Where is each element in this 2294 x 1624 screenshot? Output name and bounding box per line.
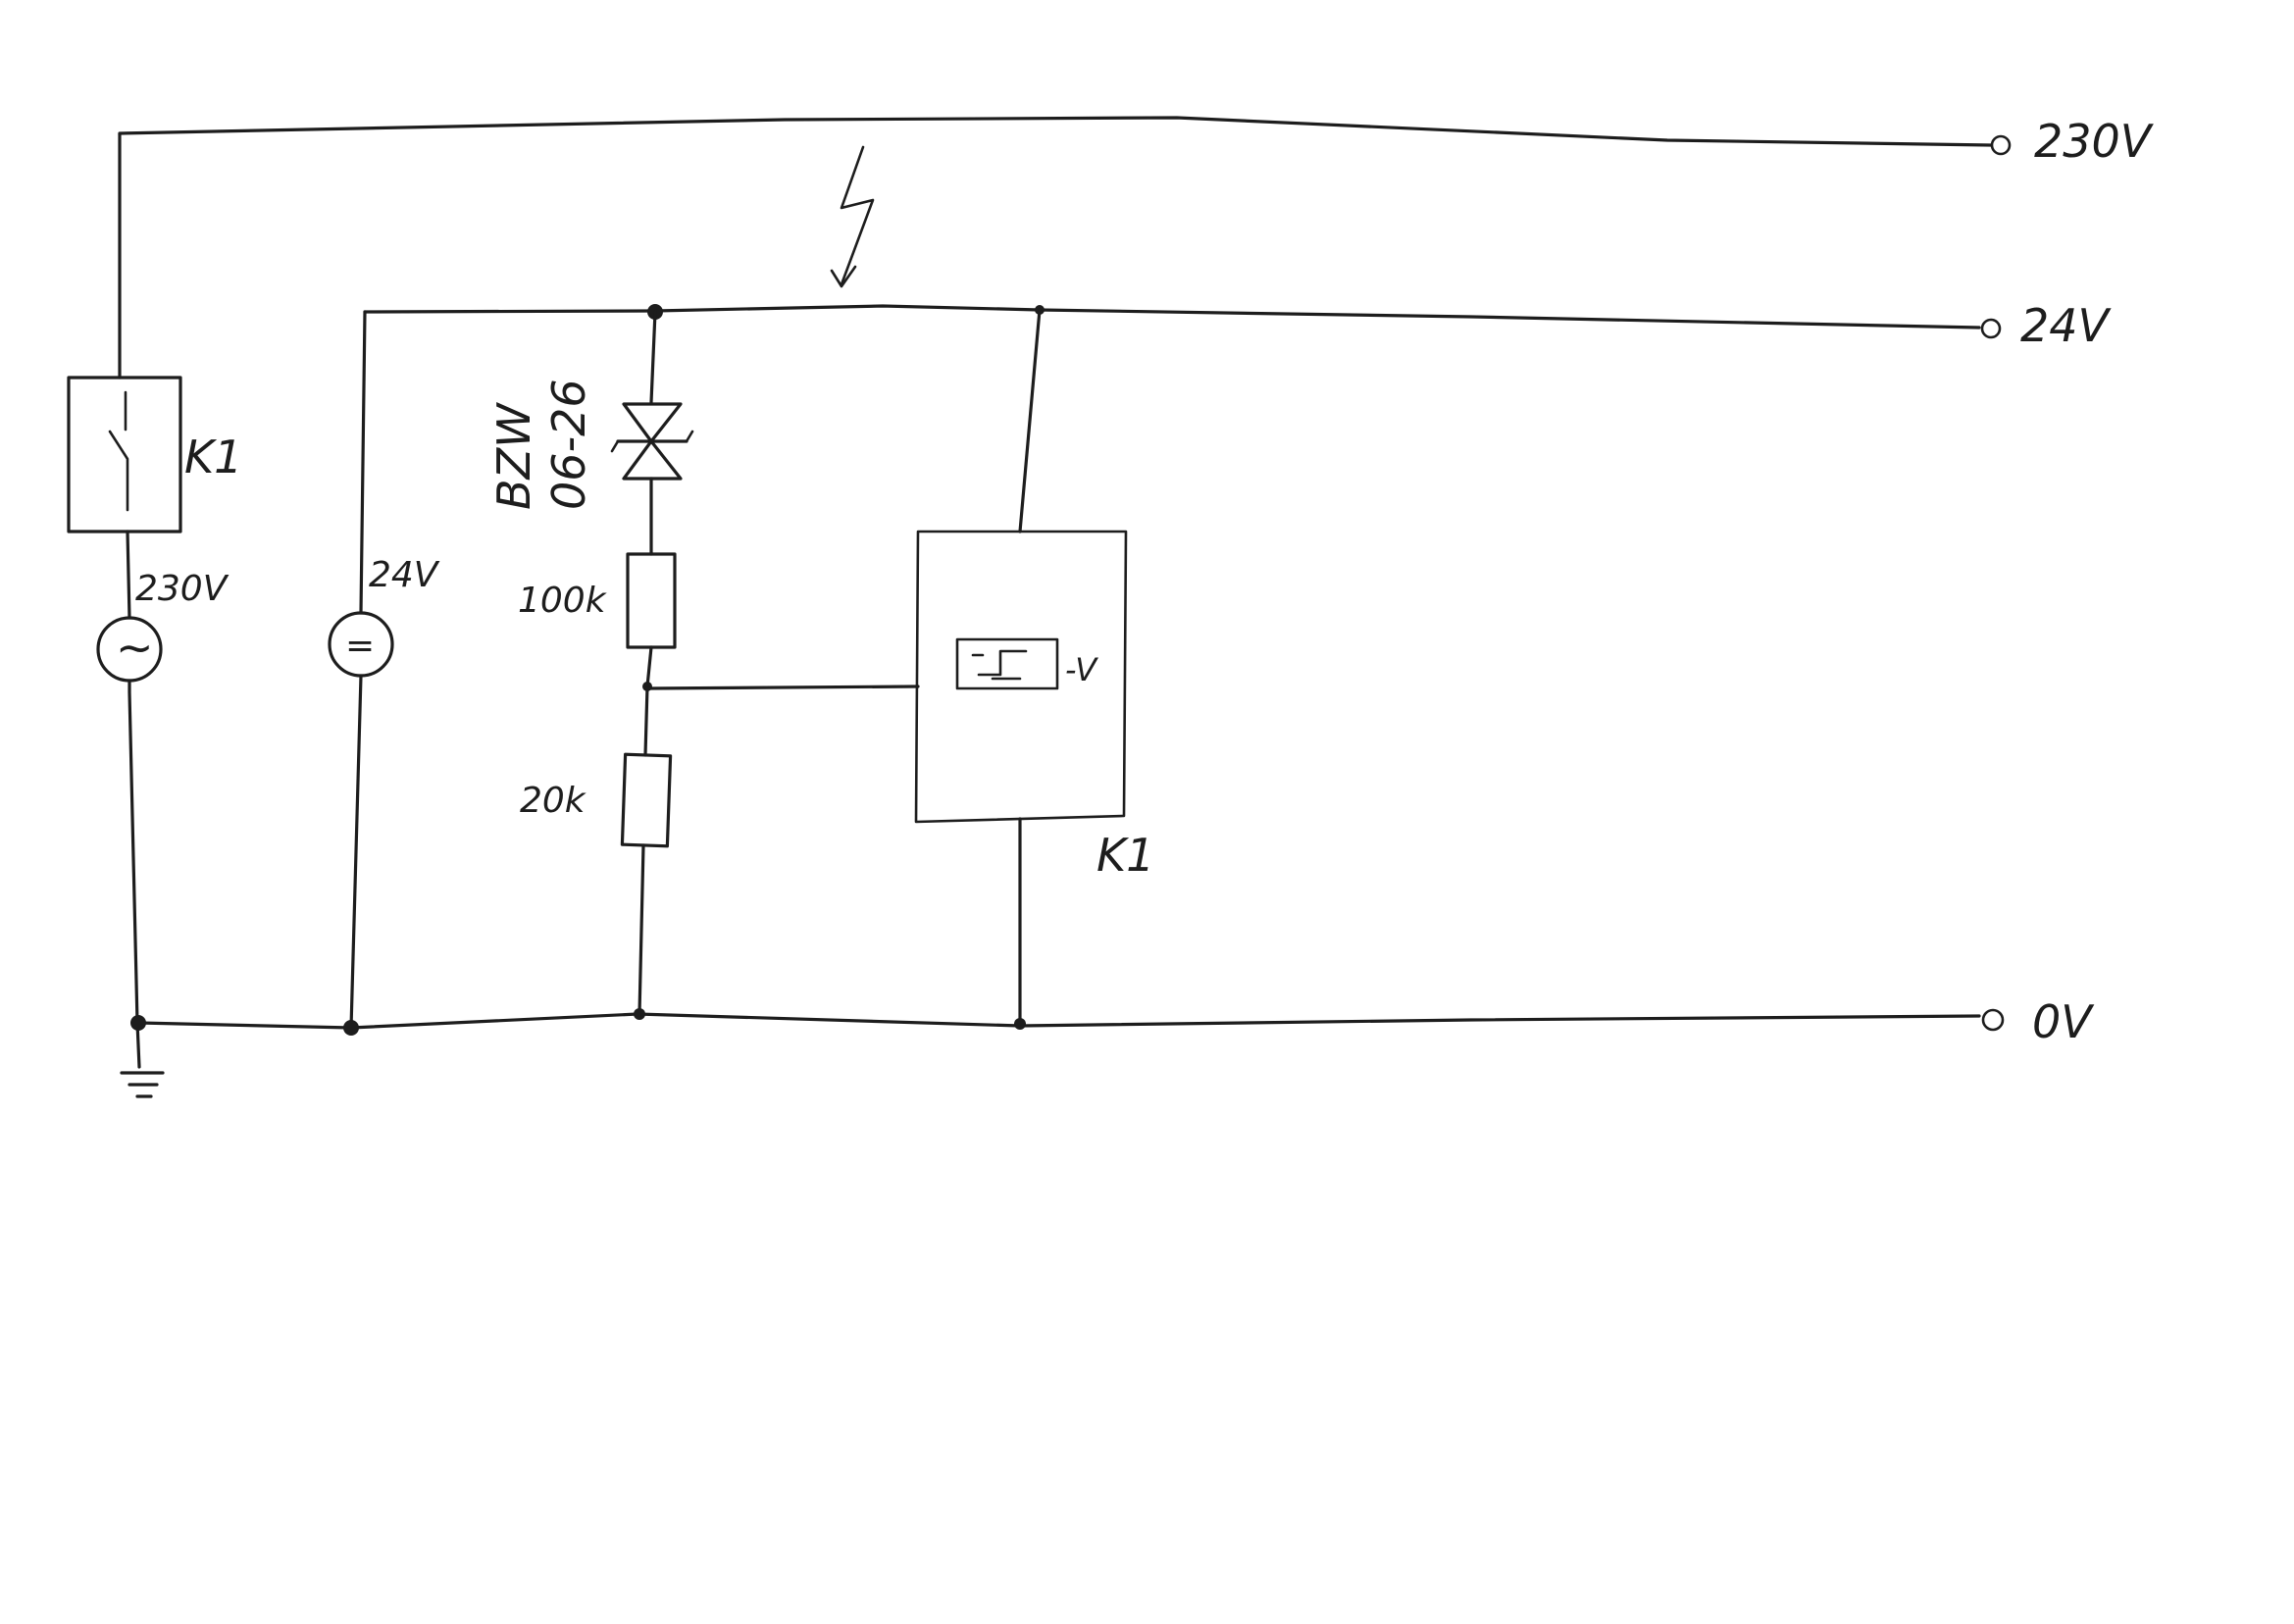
ac-branch: K1 230V ~ — [67, 132, 242, 1098]
rail-230v: 230V — [118, 115, 2155, 168]
junction-divider-bottom — [634, 1008, 645, 1020]
rail-label-230v: 230V — [2034, 115, 2155, 168]
resistor-100k-label: 100k — [518, 581, 608, 621]
ac-source-label: 230V — [135, 569, 229, 609]
dc-source-label: 24V — [369, 555, 440, 595]
lightning-bolt-icon — [830, 145, 875, 288]
ac-source-symbol: ~ — [116, 621, 154, 674]
k1-contact-blade — [108, 430, 129, 512]
k1-contact-box — [67, 376, 182, 533]
resistor-20k — [620, 752, 673, 848]
zener-diode-icon — [610, 402, 694, 481]
zener-label-type: BZW — [487, 402, 540, 510]
resistor-20k-label: 20k — [520, 781, 587, 821]
dc-source-symbol: = — [345, 626, 375, 666]
relay-box — [914, 530, 1128, 824]
junction-relay-bottom — [1014, 1018, 1026, 1030]
resistor-100k — [626, 552, 677, 649]
comparator-box — [955, 637, 1059, 690]
junction-ground — [130, 1015, 146, 1031]
relay-label: K1 — [1096, 829, 1154, 882]
dc-branch: = 24V — [328, 310, 440, 1036]
zener-label-part: 06-26 — [542, 379, 595, 510]
relay-k1: -V K1 — [914, 305, 1154, 1030]
k1-contact-label: K1 — [184, 431, 242, 483]
ground-icon — [120, 1071, 165, 1098]
rail-24v: 24V — [363, 299, 2113, 352]
rail-0v: 0V — [137, 995, 2095, 1048]
comparator-suffix: -V — [1065, 651, 1098, 688]
hysteresis-icon — [977, 649, 1028, 677]
divider-branch: BZW 06-26 100k 20k — [487, 304, 920, 1020]
rail-label-0v: 0V — [2032, 995, 2095, 1048]
rail-label-24v: 24V — [2020, 299, 2113, 352]
junction-dc-bottom — [343, 1020, 359, 1036]
